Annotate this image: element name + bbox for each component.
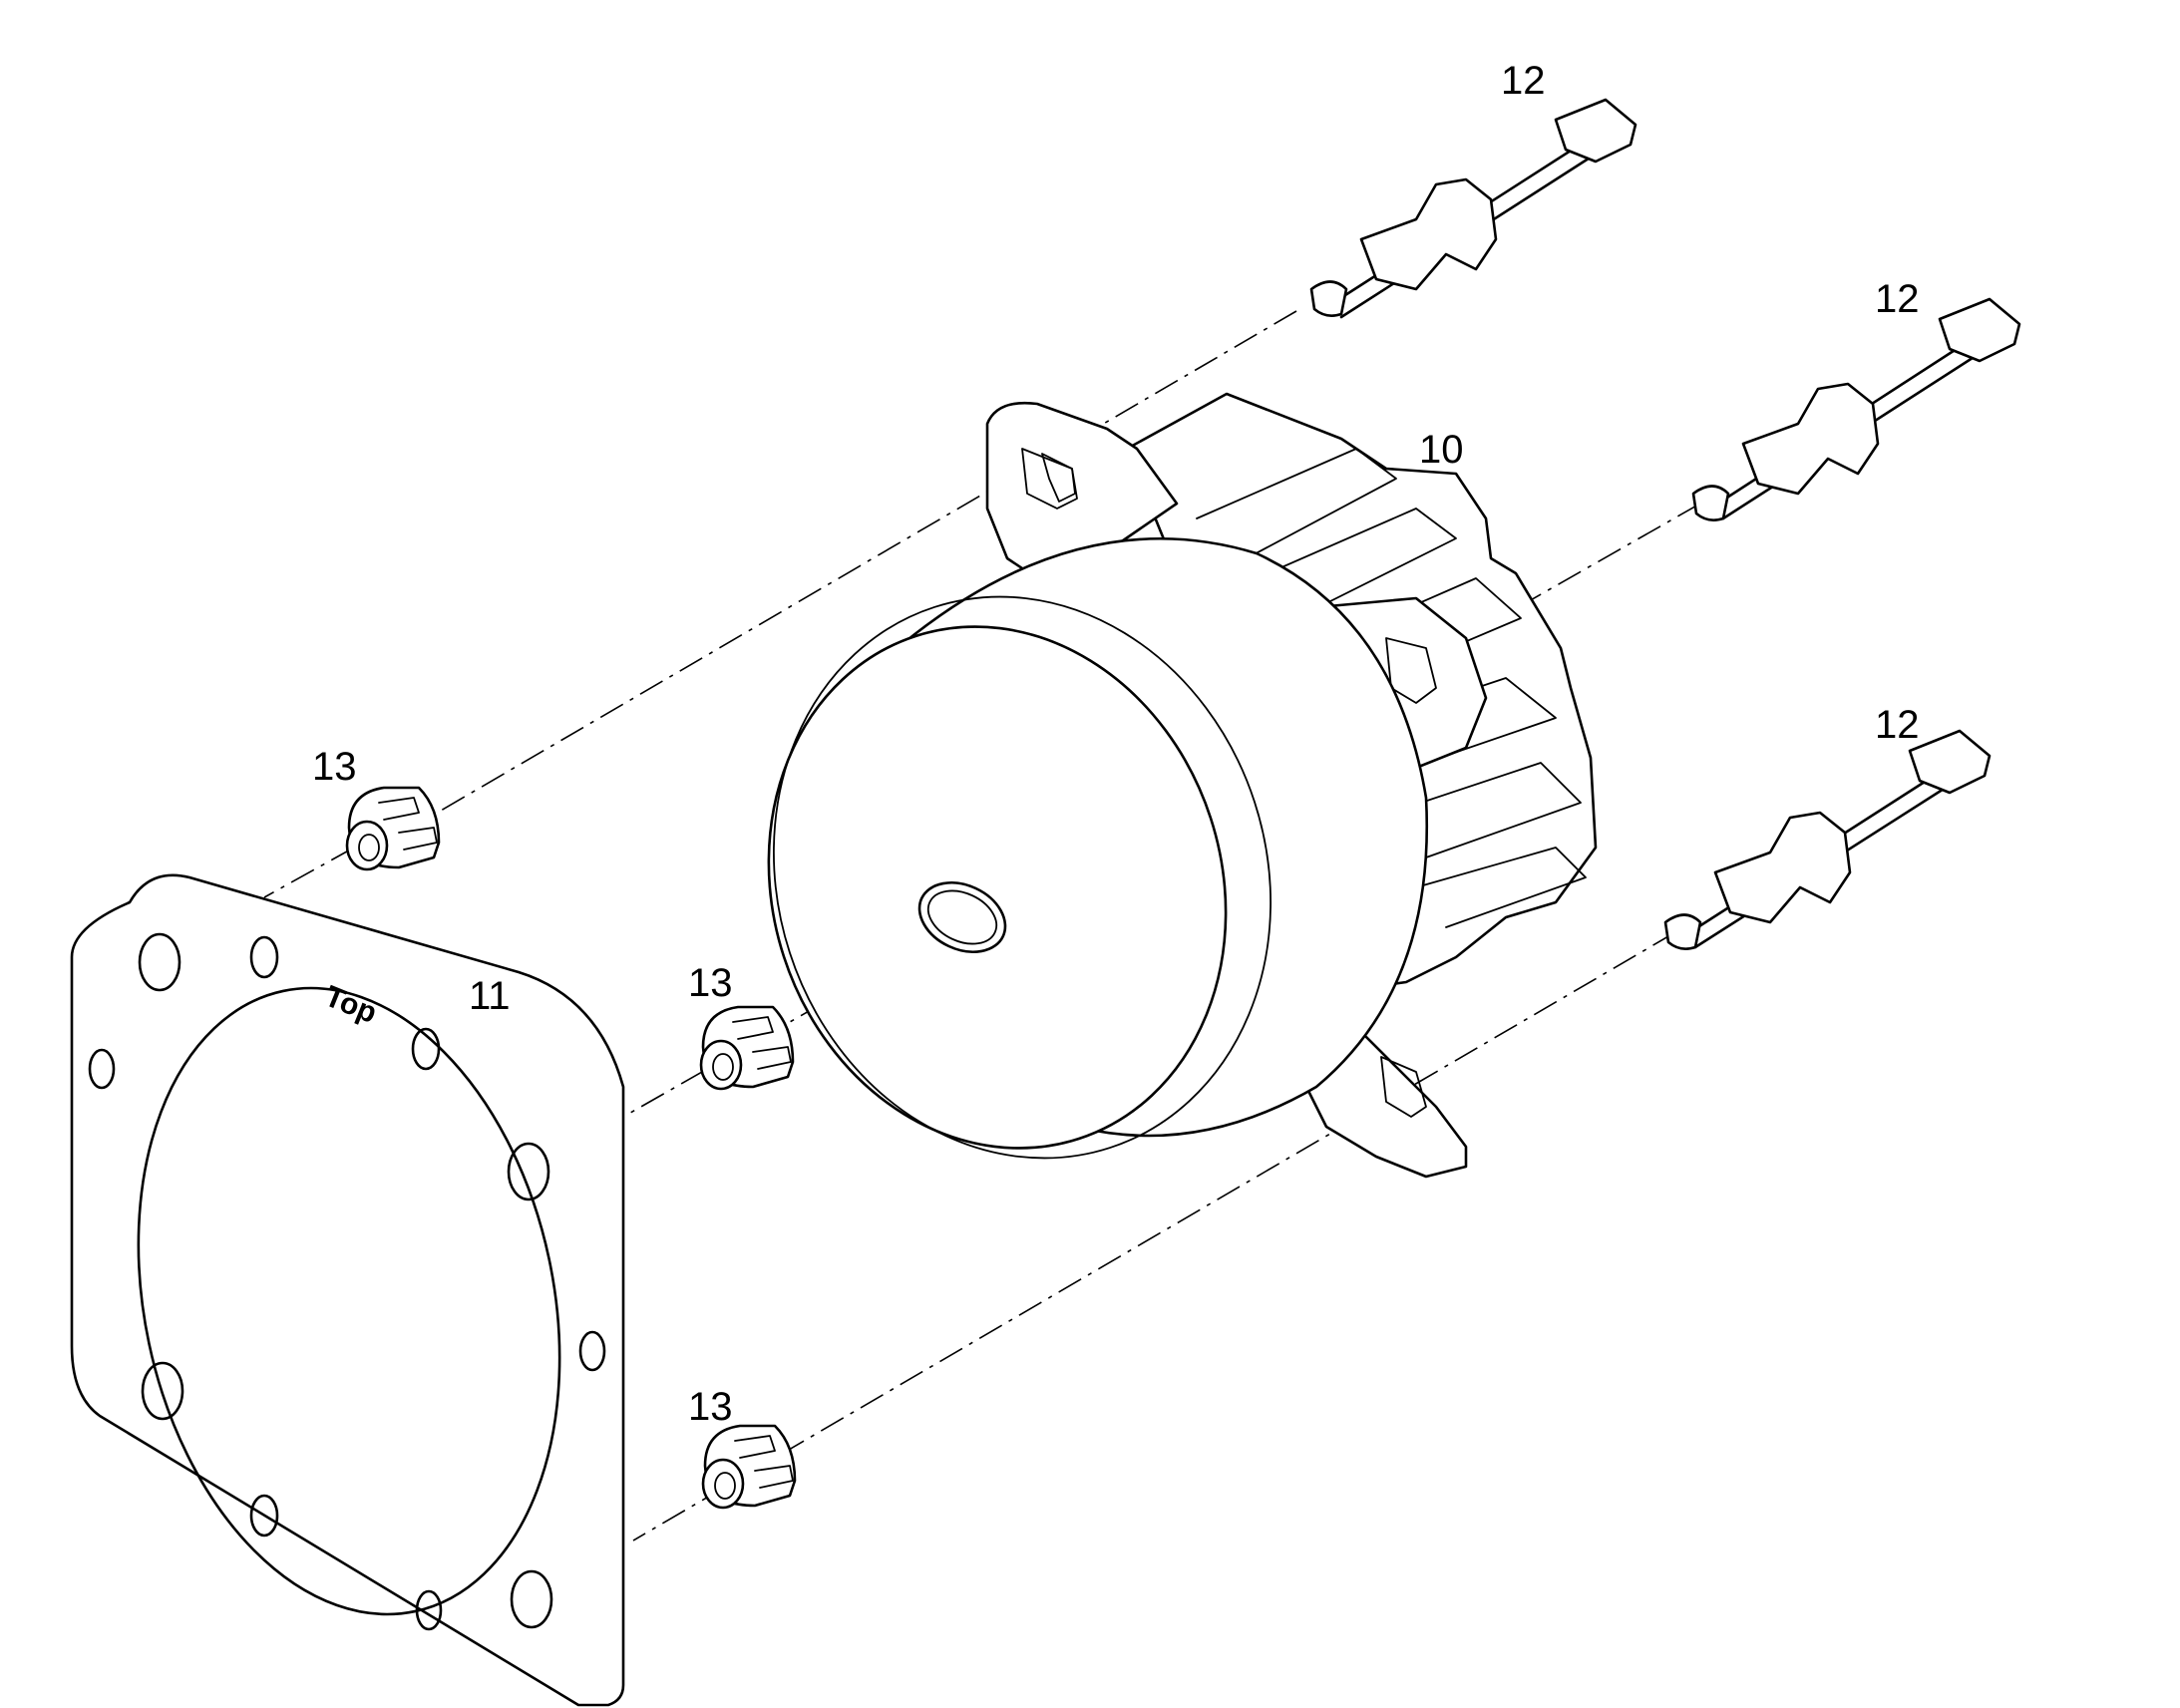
assembly-line-left xyxy=(263,847,355,898)
callout-connector-middle: 12 xyxy=(1875,277,1920,321)
nut-bore xyxy=(701,1458,745,1510)
callout-connector-bottom: 12 xyxy=(1875,703,1920,747)
bolt-hole xyxy=(415,1589,443,1631)
bolt-hole xyxy=(138,932,182,992)
nut-bottom xyxy=(701,1424,797,1510)
nut-top xyxy=(345,786,441,871)
mount-slot-right xyxy=(1385,637,1437,704)
nut-middle xyxy=(699,1005,795,1091)
nut-slot xyxy=(732,1016,792,1070)
callout-nut-middle: 13 xyxy=(688,961,733,1005)
connector-clamp xyxy=(1713,811,1852,924)
bolt-hole xyxy=(507,1142,550,1201)
connector-end-plug xyxy=(1938,297,2021,363)
cooling-fin xyxy=(1196,448,1397,559)
logo-badge-inner xyxy=(926,889,998,945)
nut-slot xyxy=(734,1435,794,1489)
motor-end-cap xyxy=(767,625,1228,1150)
cooling-fin xyxy=(1390,762,1582,858)
gasket-outline xyxy=(70,873,625,1707)
callout-connector-top: 12 xyxy=(1501,59,1546,103)
connector-middle xyxy=(1691,297,2021,521)
connector-end-plug xyxy=(1908,729,1992,795)
connector-end-plug xyxy=(1554,98,1637,164)
connector-bottom xyxy=(1663,729,1992,950)
bolt-hole xyxy=(411,1027,441,1071)
assembly-line-top xyxy=(428,310,1297,819)
callout-motor: 10 xyxy=(1419,428,1464,472)
mount-clip-top xyxy=(1041,453,1076,503)
nut-bore-inner xyxy=(358,834,380,861)
nut-slot xyxy=(378,797,438,851)
nut-bore xyxy=(345,820,389,871)
assembly-line-bottom xyxy=(632,931,1676,1541)
gasket-bolt-holes xyxy=(88,932,606,1631)
bolt-hole xyxy=(578,1330,606,1372)
connector-tip xyxy=(1691,485,1730,521)
cooling-fin xyxy=(1415,847,1587,928)
callout-gasket: 11 xyxy=(469,974,511,1018)
logo-badge-outline xyxy=(917,881,1007,953)
nut-bore-inner xyxy=(714,1472,736,1500)
cooling-fin xyxy=(1256,508,1457,619)
connector-tip xyxy=(1663,913,1702,950)
callout-labels: 10 11 12 12 12 13 13 13 xyxy=(312,59,1920,1429)
motor-part xyxy=(767,392,1598,1179)
gasket-part: Top xyxy=(70,873,625,1707)
callout-nut-top: 13 xyxy=(312,745,357,789)
connector-top xyxy=(1309,98,1637,319)
bolt-hole xyxy=(141,1361,184,1421)
nut-bore xyxy=(699,1039,743,1091)
connector-clamp xyxy=(1741,382,1880,496)
bolt-hole xyxy=(249,1494,279,1537)
connector-tip xyxy=(1309,280,1348,317)
motor-logo-badge xyxy=(917,881,1007,953)
connector-clamp xyxy=(1359,177,1498,291)
bolt-hole xyxy=(510,1569,553,1629)
motor-end-cap-ring xyxy=(773,595,1272,1160)
bolt-hole xyxy=(88,1048,116,1090)
bolt-hole xyxy=(249,935,279,979)
gasket-center-opening xyxy=(137,986,561,1616)
mount-slot-bottom xyxy=(1380,1056,1427,1118)
callout-nut-bottom: 13 xyxy=(688,1385,733,1429)
nut-bore-inner xyxy=(712,1053,734,1081)
